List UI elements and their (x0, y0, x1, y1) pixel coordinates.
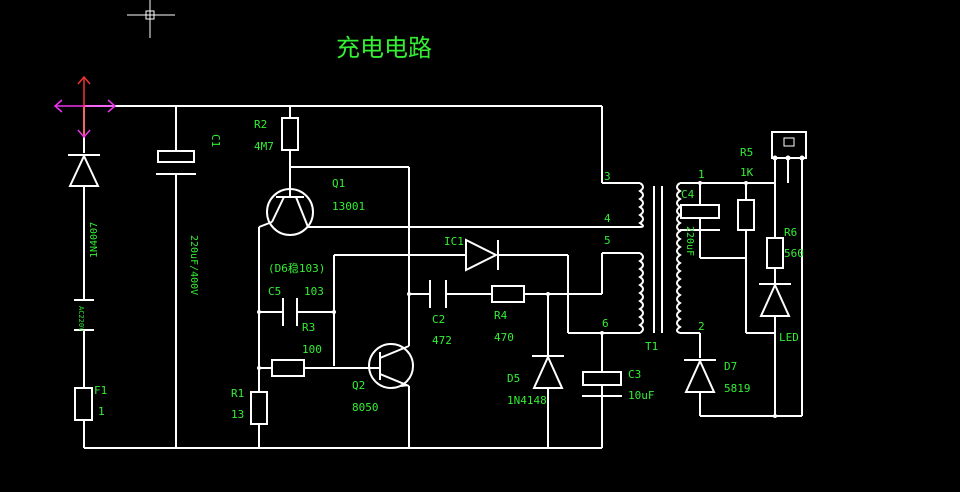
junction-dots (257, 181, 777, 418)
d7-value: 5819 (724, 382, 751, 395)
r1-value: 13 (231, 408, 244, 421)
capacitor-c5: C5 103 (268, 285, 324, 326)
r5-ref: R5 (740, 146, 753, 159)
resistor-r6: R6 560 (766, 226, 804, 269)
transistor-q2: Q2 8050 (352, 343, 414, 414)
r1-ref: R1 (231, 387, 244, 400)
wires (83, 105, 803, 449)
t1-pin-1: 1 (698, 168, 705, 181)
led-ref: LED (779, 331, 799, 344)
r4-ref: R4 (494, 309, 508, 322)
capacitor-c1: C1 220uF/400V (156, 134, 222, 295)
r2-ref: R2 (254, 118, 267, 131)
t1-pin-2: 2 (698, 320, 705, 333)
c5-ref: C5 (268, 285, 281, 298)
diode-d7: D7 5819 (684, 358, 751, 395)
t1-ref: T1 (645, 340, 658, 353)
r3-value: 100 (302, 343, 322, 356)
transistor-q1: Q1 13001 (266, 177, 365, 236)
ac-source: AC220V (74, 299, 94, 332)
ac-source-value: AC220V (77, 306, 85, 332)
r6-ref: R6 (784, 226, 797, 239)
diode-d5: D5 1N4148 (507, 354, 564, 407)
c3-ref: C3 (628, 368, 641, 381)
c2-ref: C2 (432, 313, 445, 326)
t1-pin-3: 3 (604, 170, 611, 183)
resistor-r5: R5 1K (737, 146, 755, 231)
f1-ref: F1 (94, 384, 107, 397)
resistor-r2: R2 4M7 (254, 117, 299, 153)
fuse-f1: F1 1 (74, 384, 107, 421)
c4-value: 220uF (684, 226, 695, 256)
q1-value: 13001 (332, 200, 365, 213)
c2-value: 472 (432, 334, 452, 347)
resistor-r3: R3 100 (271, 321, 322, 377)
t1-pin-4: 4 (604, 212, 611, 225)
transformer-t1: 3 4 5 6 1 2 T1 (602, 168, 705, 353)
t1-pin-6: 6 (602, 317, 609, 330)
c5-value: 103 (304, 285, 324, 298)
resistor-r4: R4 470 (491, 285, 525, 344)
crosshair-cursor-icon (127, 0, 175, 38)
c3-value: 10uF (628, 389, 655, 402)
capacitor-c4: C4 220uF (680, 188, 720, 256)
resistor-r1: R1 13 (231, 387, 268, 425)
capacitor-c2: C2 472 (429, 280, 452, 347)
r6-value: 560 (784, 247, 804, 260)
d5-value: 1N4148 (507, 394, 547, 407)
r3-ref: R3 (302, 321, 315, 334)
q2-ref: Q2 (352, 379, 365, 392)
c4-ref: C4 (681, 188, 695, 201)
diagram-title: 充电电路 (336, 34, 432, 62)
diode-ic1: IC1 (444, 235, 499, 272)
c1-ref: C1 (209, 134, 222, 147)
r4-value: 470 (494, 331, 514, 344)
r5-value: 1K (740, 166, 754, 179)
d7-ref: D7 (724, 360, 737, 373)
led-indicator: LED (759, 282, 799, 344)
t1-pin-5: 5 (604, 234, 611, 247)
d5-ref: D5 (507, 372, 520, 385)
capacitor-c3: C3 10uF (582, 368, 655, 448)
d6-note: (D6稳103) (268, 261, 325, 275)
q1-ref: Q1 (332, 177, 345, 190)
usb-connector-icon (771, 131, 807, 161)
input-diode-value: 1N4007 (89, 222, 100, 258)
input-diode: 1N4007 (68, 153, 100, 258)
r2-value: 4M7 (254, 140, 274, 153)
ic1-ref: IC1 (444, 235, 464, 248)
ucs-axis-icon (53, 75, 117, 139)
q2-value: 8050 (352, 401, 379, 414)
c1-value: 220uF/400V (188, 235, 199, 295)
f1-value: 1 (98, 405, 105, 418)
